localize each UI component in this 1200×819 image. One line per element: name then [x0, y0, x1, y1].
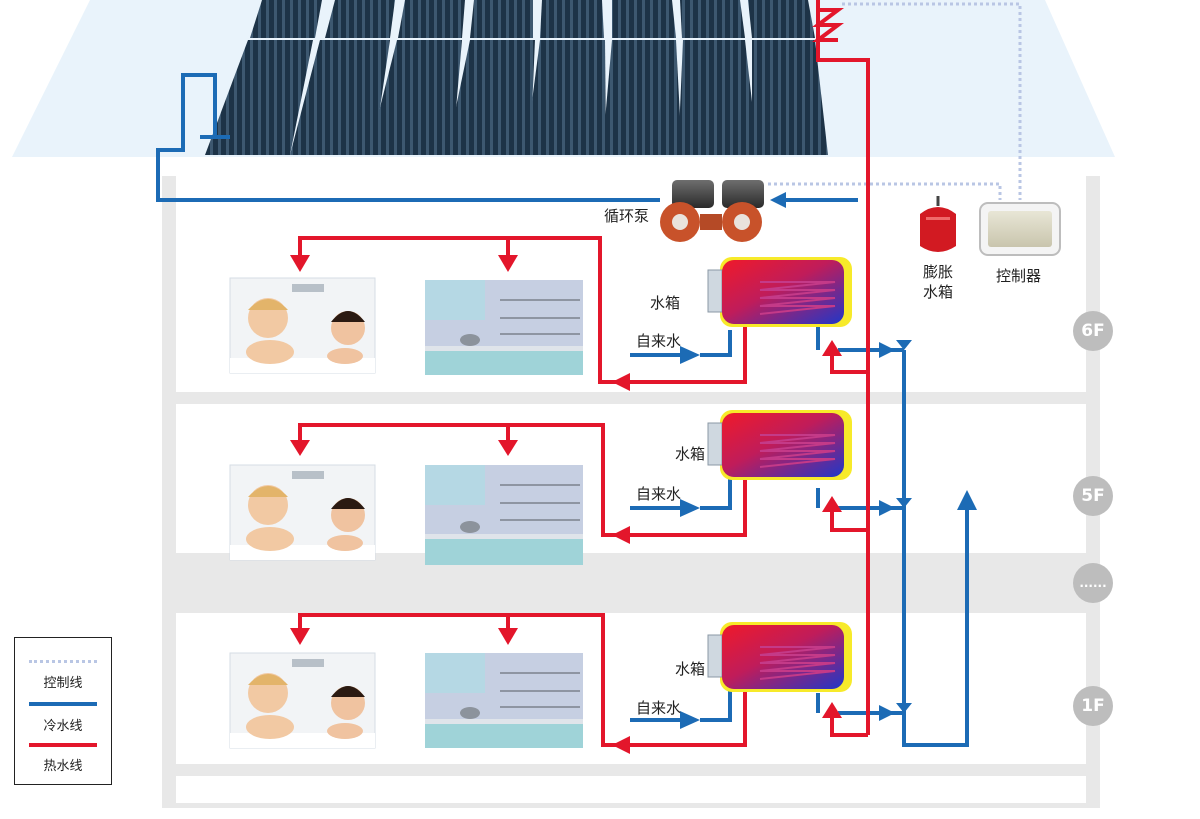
expansion-tank-label-line-1: 膨胀: [922, 263, 953, 281]
hot-water-arrows: [290, 255, 842, 754]
ground-line: [162, 803, 1100, 808]
tank-label: 水箱: [650, 294, 681, 312]
tap-water-label: 自来水: [636, 332, 682, 350]
expansion-tank-label-line-2: 水箱: [922, 283, 953, 301]
water-tank-icon: [707, 622, 852, 692]
bathroom-photo-icon: [229, 464, 376, 561]
building-left-wall: [162, 176, 176, 806]
expansion-tank-label: 膨胀 水箱: [916, 262, 960, 302]
hot-water-lines: [298, 0, 870, 747]
expansion-tank-icon: [920, 196, 956, 252]
solar-panel-array-icon: [205, 0, 828, 155]
legend-cold-water-label: 冷水线: [43, 719, 83, 734]
kitchen-photo-icon: [425, 465, 583, 565]
kitchen-photo-icon: [425, 280, 583, 375]
controller-icon: [979, 202, 1061, 256]
kitchen-photo-icon: [425, 653, 583, 748]
pump-label: 循环泵: [604, 207, 650, 225]
water-tank-icon: [707, 410, 852, 480]
floor-slab: [162, 764, 1100, 776]
bathroom-photo-icon: [229, 277, 376, 374]
controller-label: 控制器: [996, 267, 1042, 285]
legend: 控制线 冷水线 热水线: [14, 637, 112, 785]
legend-control-line-label: 控制线: [43, 676, 83, 691]
tank-label: 水箱: [675, 660, 706, 678]
legend-control-line-swatch: [29, 660, 97, 663]
floor-badge-5f: 5F: [1073, 476, 1113, 516]
floor-badge-ellipsis: ......: [1073, 563, 1113, 603]
legend-hot-water-label: 热水线: [43, 759, 83, 774]
floor-slab: [162, 392, 1100, 404]
bathroom-photo-icon: [229, 652, 376, 749]
water-tank-icon: [707, 257, 852, 327]
tap-water-label: 自来水: [636, 699, 682, 717]
floor-badge-1f: 1F: [1073, 686, 1113, 726]
legend-hot-water-swatch: [29, 743, 97, 747]
cold-water-arrows: [630, 192, 977, 729]
legend-cold-water-swatch: [29, 702, 97, 706]
floor-badge-6f: 6F: [1073, 311, 1113, 351]
circulation-pump-icon: [660, 180, 764, 242]
floor-gap: [162, 553, 1100, 613]
tank-label: 水箱: [675, 445, 706, 463]
tap-water-label: 自来水: [636, 485, 682, 503]
